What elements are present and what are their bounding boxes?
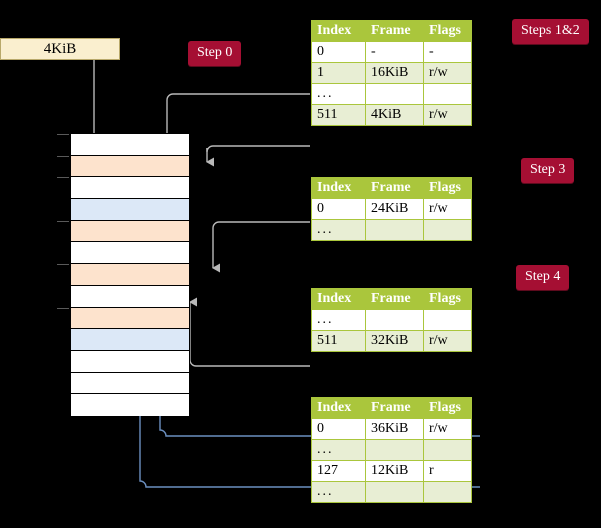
memory-frame-row — [71, 350, 189, 373]
table-cell-index: 0 — [311, 41, 366, 63]
frame-tick-mark — [57, 134, 69, 135]
memory-frame-row — [57, 264, 189, 286]
memory-frame-row — [57, 177, 189, 200]
table-cell-frame: 16KiB — [365, 62, 424, 84]
table-cell-flags: r/w — [423, 104, 472, 126]
source-frame-box: 4KiB — [0, 38, 120, 60]
table-cell-frame — [365, 439, 424, 461]
table-row: ... — [311, 219, 472, 241]
badge-step-3-label: Step 3 — [530, 162, 566, 177]
table-cell-flags: - — [423, 41, 472, 63]
table-cell-index: 511 — [311, 330, 366, 352]
memory-frame-row — [71, 394, 189, 416]
table-cell-frame: 4KiB — [365, 104, 424, 126]
column-header-index: Index — [311, 397, 366, 419]
column-header-index: Index — [311, 20, 366, 42]
memory-frame-row — [57, 134, 189, 156]
badge-steps-1-2: Steps 1&2 — [512, 19, 589, 44]
frame-tick-mark — [57, 177, 69, 179]
frame-tick-mark — [57, 264, 69, 266]
physical-memory-column — [57, 133, 190, 416]
table-cell-frame: - — [365, 41, 424, 63]
table-cell-frame: 24KiB — [365, 198, 424, 220]
table-cell-index: ... — [311, 219, 366, 241]
memory-frame-row — [71, 285, 189, 308]
column-header-frame: Frame — [365, 177, 424, 199]
table-cell-flags — [423, 439, 472, 461]
column-header-index: Index — [311, 177, 366, 199]
frame-tick-mark — [57, 220, 69, 222]
column-header-frame: Frame — [365, 288, 424, 310]
table-cell-flags: r/w — [423, 330, 472, 352]
badge-step-4: Step 4 — [516, 265, 570, 290]
table-cell-flags: r — [423, 460, 472, 482]
frame-tick-mark — [57, 307, 69, 309]
badge-steps-1-2-label: Steps 1&2 — [521, 23, 580, 38]
table-cell-flags — [423, 481, 472, 503]
table-cell-flags — [423, 219, 472, 241]
table-cell-index: 511 — [311, 104, 366, 126]
table-cell-frame — [365, 219, 424, 241]
table-cell-flags: r/w — [423, 198, 472, 220]
table-cell-index: ... — [311, 309, 366, 331]
memory-frame-row — [57, 155, 189, 178]
table-row: ... — [311, 309, 472, 331]
table-cell-flags: r/w — [423, 418, 472, 440]
table-row: 0-- — [311, 41, 472, 63]
column-header-flags: Flags — [423, 397, 472, 419]
badge-step-0-label: Step 0 — [197, 45, 233, 60]
table-cell-flags — [423, 83, 472, 105]
badge-step-0: Step 0 — [188, 41, 242, 66]
column-header-frame: Frame — [365, 397, 424, 419]
table-cell-frame — [365, 309, 424, 331]
table-cell-frame: 36KiB — [365, 418, 424, 440]
memory-frame-row — [57, 307, 189, 330]
table-cell-frame: 12KiB — [365, 460, 424, 482]
table-row: ... — [311, 439, 472, 461]
memory-frame-row — [71, 329, 189, 351]
column-header-frame: Frame — [365, 20, 424, 42]
memory-frame-row — [71, 242, 189, 265]
column-header-flags: Flags — [423, 288, 472, 310]
table-cell-index: ... — [311, 83, 366, 105]
table-cell-index: 0 — [311, 418, 366, 440]
table-cell-index: ... — [311, 439, 366, 461]
table-cell-index: ... — [311, 481, 366, 503]
column-header-flags: Flags — [423, 20, 472, 42]
table-cell-flags: r/w — [423, 62, 472, 84]
table-cell-frame — [365, 481, 424, 503]
table-cell-index: 0 — [311, 198, 366, 220]
frame-tick-mark — [57, 155, 69, 157]
table-cell-frame: 32KiB — [365, 330, 424, 352]
table-cell-flags — [423, 309, 472, 331]
memory-frame-row — [71, 372, 189, 395]
column-header-index: Index — [311, 288, 366, 310]
column-header-flags: Flags — [423, 177, 472, 199]
memory-frame-row — [71, 199, 189, 221]
badge-step-4-label: Step 4 — [525, 269, 561, 284]
memory-frame-row — [57, 220, 189, 243]
table-row: ... — [311, 83, 472, 105]
table-cell-index: 1 — [311, 62, 366, 84]
table-row: ... — [311, 481, 472, 503]
source-frame-label: 4KiB — [43, 40, 77, 57]
table-cell-index: 127 — [311, 460, 366, 482]
table-cell-frame — [365, 83, 424, 105]
badge-step-3: Step 3 — [521, 158, 575, 183]
